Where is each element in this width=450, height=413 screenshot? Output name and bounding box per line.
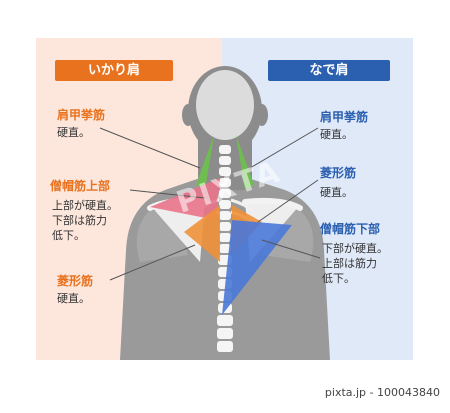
label-levator-left: 肩甲挙筋 — [57, 108, 106, 122]
ear-left — [182, 104, 194, 126]
clavicle-right — [242, 197, 303, 211]
footer-credit: pixta.jp - 100043840 — [324, 386, 440, 399]
tag-nade-shoulder: なで肩 — [268, 60, 390, 81]
desc-trapezius-lower-2: 上部は筋力 — [322, 257, 377, 270]
label-rhomboid-left: 菱形筋 — [57, 274, 94, 288]
desc-trapezius-upper-3: 低下。 — [52, 229, 85, 242]
trapezius-upper-muscle — [150, 178, 220, 220]
desc-trapezius-lower-1: 下部が硬直。 — [322, 242, 388, 255]
ear-right — [256, 104, 268, 126]
desc-trapezius-upper-1: 上部が硬直。 — [52, 199, 118, 212]
desc-levator-right: 硬直。 — [320, 128, 353, 141]
desc-trapezius-lower-3: 低下。 — [322, 272, 355, 285]
label-trapezius-upper: 僧帽筋上部 — [50, 179, 111, 193]
tag-ikari-shoulder: いかり肩 — [55, 60, 173, 81]
label-levator-right: 肩甲挙筋 — [320, 110, 369, 124]
footer: pixta.jp - 100043840 — [0, 362, 450, 413]
desc-rhomboid-left: 硬直。 — [57, 292, 90, 305]
label-rhomboid-right: 菱形筋 — [320, 166, 357, 180]
leader-lines — [99, 127, 321, 281]
levator-muscle-left — [196, 135, 214, 190]
desc-levator-left: 硬直。 — [57, 126, 90, 139]
desc-trapezius-upper-2: 下部は筋力 — [52, 214, 107, 227]
skull — [196, 70, 254, 140]
rhomboid-muscle-left — [184, 205, 220, 262]
label-trapezius-lower: 僧帽筋下部 — [320, 222, 381, 236]
levator-muscle-right — [236, 135, 254, 190]
desc-rhomboid-right: 硬直。 — [320, 186, 353, 199]
